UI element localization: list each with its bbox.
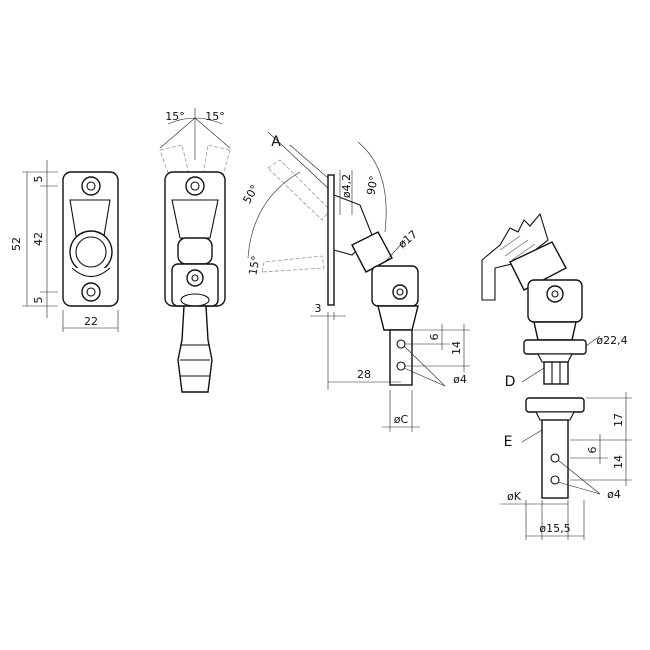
dim-dia-22-4: ø22,4	[596, 334, 627, 347]
dim-dia-15-5: ø15,5	[539, 522, 570, 535]
socket-inner	[75, 236, 107, 268]
side-spigot	[177, 305, 213, 393]
spigot-hole-bottom	[396, 361, 406, 371]
bottom-hole-inner	[86, 287, 96, 297]
angle-15-right: 15°	[205, 110, 225, 123]
dim-hole-dia-4-b: ø4	[607, 488, 621, 501]
dim-dia-c: øC	[394, 413, 409, 426]
angled-spigot	[389, 329, 413, 386]
angled-knuckle	[371, 265, 419, 307]
side-ball	[177, 237, 213, 265]
dim-hole-6-b: 6	[586, 447, 599, 454]
dim-hole-dia-4: ø4	[453, 373, 467, 386]
label-a: A	[271, 134, 281, 150]
dim-hole-14-b: 14	[612, 455, 625, 469]
side-view: 15° 15°	[159, 108, 231, 393]
angled-mount-view: A 50° 90° 15° ø4,2 ø17 3 28 6	[240, 131, 470, 432]
angle-15-left: 15°	[165, 110, 185, 123]
angle-90: 90°	[364, 175, 380, 196]
spigot-b-hole-top	[550, 453, 560, 463]
ratchet-collar	[523, 339, 587, 355]
socket-shadow	[71, 267, 111, 278]
ratchet-ball	[509, 241, 567, 291]
ratchet-stub	[543, 361, 569, 385]
dim-22: 22	[84, 315, 98, 328]
dim-42: 42	[32, 232, 45, 246]
dim-52: 52	[10, 237, 23, 251]
dim-5-bottom: 5	[32, 297, 45, 304]
dim-hole-14: 14	[450, 341, 463, 355]
angle-50: 50°	[240, 183, 261, 206]
dim-5-top: 5	[32, 176, 45, 183]
label-d: D	[505, 374, 516, 390]
dim-17: 17	[612, 413, 625, 427]
top-hole-inner	[86, 181, 96, 191]
dim-3: 3	[315, 302, 322, 315]
angled-plate	[327, 174, 335, 306]
ratchet-neck	[533, 321, 577, 341]
spigot-view: E 17 6 14 ø4 øK ø15,5	[500, 392, 632, 540]
ghost-arm-upper	[267, 159, 331, 221]
angled-head	[351, 231, 393, 273]
angled-neck	[377, 305, 419, 331]
side-joint	[180, 293, 210, 307]
dim-dia-k: øK	[507, 490, 522, 503]
angle-15-low: 15°	[246, 255, 262, 276]
side-rib	[171, 199, 219, 239]
ratchet-teeth	[481, 212, 549, 301]
ghost-arm-lower	[261, 255, 325, 273]
ratchet-collar-base	[537, 353, 573, 363]
ratchet-pin-inner	[551, 290, 559, 298]
label-e: E	[504, 434, 513, 450]
dim-28: 28	[357, 368, 371, 381]
dim-hole-6: 6	[428, 334, 441, 341]
front-plate-view: 52 42 5 5 22	[10, 160, 119, 332]
spigot-hole-top	[396, 339, 406, 349]
dim-dia-17: ø17	[396, 228, 420, 251]
side-top-hole-inner	[190, 181, 200, 191]
side-pin-inner	[191, 274, 199, 282]
ratchet-head-view: ø22,4 D	[481, 212, 628, 390]
dim-dia-4-2: ø4,2	[340, 174, 353, 198]
spigot-collar	[525, 397, 585, 413]
angled-pin-inner	[396, 288, 404, 296]
spigot-b-hole-bottom	[550, 475, 560, 485]
spigot-collar-base	[535, 411, 575, 421]
